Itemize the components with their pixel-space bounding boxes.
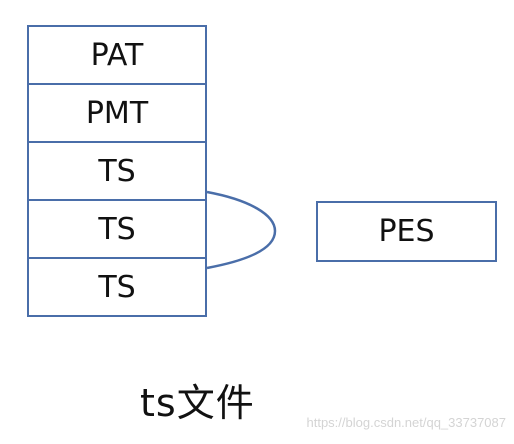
stack-block-label: PMT [85,95,149,131]
stack-block-pmt: PMT [27,83,207,143]
stack-block-label: PAT [90,37,144,73]
watermark: https://blog.csdn.net/qq_33737087 [306,415,507,430]
stack-block-ts-1: TS [27,141,207,201]
stack-block-ts-3: TS [27,257,207,317]
stack-block-ts-2: TS [27,199,207,259]
stack-block-label: TS [98,211,136,247]
brace-curve [206,190,277,270]
stack-block-pat: PAT [27,25,207,85]
pes-block: PES [316,201,497,262]
stack-block-label: TS [98,269,136,305]
diagram-caption: ts文件 [140,381,255,425]
ts-packet-stack: PAT PMT TS TS TS [27,25,207,317]
stack-block-label: TS [98,153,136,189]
pes-label: PES [378,214,435,249]
